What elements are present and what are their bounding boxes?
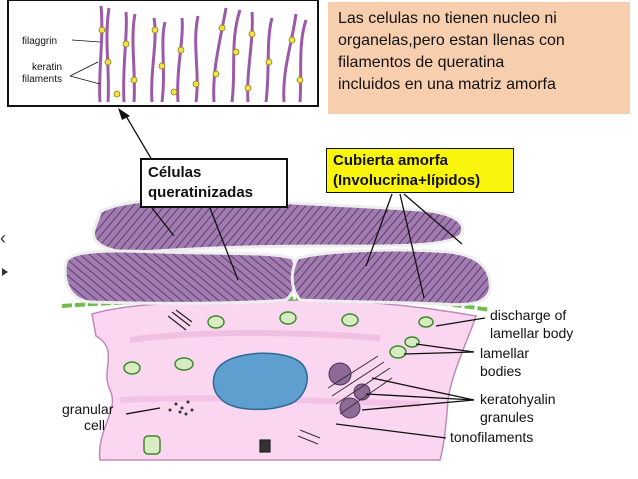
lamellar-bodies (123, 336, 420, 455)
keratinized-label-line2: queratinizadas (148, 184, 254, 201)
keratinized-cell-right (290, 248, 492, 307)
filaggrin-leader (71, 39, 101, 43)
keratinized-cells-label-box: Células queratinizadas (140, 158, 288, 208)
keratin-leader-b (69, 75, 101, 85)
discharge-label-line2: lamellar body (490, 325, 573, 341)
play-arrow-icon (2, 268, 8, 276)
discharge-label-line1: discharge of (490, 307, 566, 323)
inset-panel: filaggrin keratin filaments (7, 0, 319, 107)
lamellar-label-line1: lamellar (480, 345, 529, 361)
keratin-label-line1: keratin (32, 62, 62, 73)
speckle-granules (168, 400, 194, 416)
keratohyalin-granules (328, 362, 371, 419)
amorphous-envelope-label-box: Cubierta amorfa (Involucrina+lípidos) (326, 148, 514, 193)
amorphous-label-line1: Cubierta amorfa (333, 152, 449, 169)
amorphous-label-line2: (Involucrina+lípidos) (333, 172, 481, 189)
lamellar-label-line2: bodies (480, 363, 521, 379)
tonofilaments-label: tonofilaments (450, 429, 533, 445)
note-line: incluidos en una matriz amorfa (338, 76, 556, 93)
arrow-head-icon (118, 108, 130, 120)
keratinized-label-line1: Células (148, 164, 202, 181)
leader-lines (125, 115, 486, 439)
keratohyalin-label-line2: granules (480, 409, 534, 425)
granular-label-line2: cell (84, 417, 105, 433)
discharging-lamellar-bodies (207, 311, 434, 329)
granular-label-line1: granular (62, 401, 114, 417)
note-line: filamentos de queratina (338, 54, 505, 71)
keratin-leader-a (69, 61, 99, 77)
keratinized-cell-left (63, 249, 299, 305)
keratohyalin-label-line1: keratohyalin (480, 391, 556, 407)
desmosome-marks (167, 309, 271, 453)
note-line: Las celulas no tienen nucleo ni (338, 10, 557, 27)
filaggrin-label: filaggrin (22, 36, 57, 47)
note-line: organelas,pero estan llenas con (338, 32, 565, 49)
nucleus (212, 352, 308, 411)
filaggrin-dots (98, 24, 304, 98)
tonofilament-lines (297, 355, 393, 445)
keratin-filament-bundle (98, 5, 308, 103)
left-chevron-icon: ‹ (0, 228, 6, 248)
keratin-label-line2: filaments (22, 74, 62, 85)
description-note: Las celulas no tienen nucleo ni organela… (328, 2, 630, 114)
